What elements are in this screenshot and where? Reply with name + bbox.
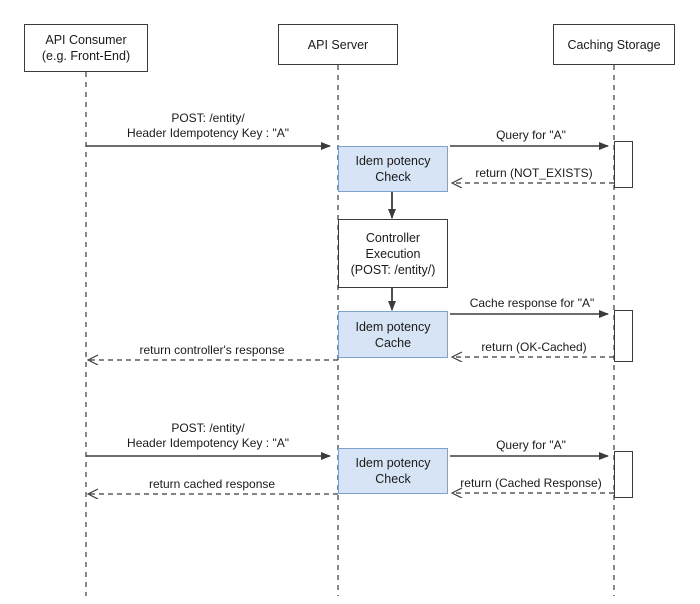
label-post-entity-2-line2: Header Idempotency Key : "A"	[127, 436, 289, 450]
label-return-ok-cached-line1: return (OK-Cached)	[481, 340, 587, 354]
participant-api-consumer-line2: (e.g. Front-End)	[41, 49, 131, 63]
exec-box-idempotency-check-2-line1: Idem potency	[355, 456, 431, 470]
exec-box-idempotency-cache-line1: Idem potency	[355, 319, 431, 334]
label-post-entity-2: POST: /entity/ Header Idempotency Key : …	[127, 421, 289, 451]
label-query-for-a-2: Query for "A"	[496, 438, 566, 453]
participant-caching-storage[interactable]: Caching Storage	[553, 24, 675, 65]
label-cache-response-for-a: Cache response for "A"	[470, 296, 595, 311]
label-return-cached-response: return (Cached Response)	[460, 476, 601, 491]
label-return-controllers-response-line1: return controller's response	[139, 343, 285, 357]
exec-box-idempotency-check-2[interactable]: Idem potency Check	[338, 448, 448, 494]
label-return-cached-response-line1: return (Cached Response)	[460, 476, 602, 490]
exec-box-idempotency-check-2-line2: Check	[375, 472, 411, 486]
label-return-not-exists-line1: return (NOT_EXISTS)	[475, 166, 593, 180]
exec-box-idempotency-cache[interactable]: Idem potency Cache	[338, 311, 448, 358]
participant-api-consumer[interactable]: API Consumer (e.g. Front-End)	[24, 24, 148, 72]
activation-bar-storage-1[interactable]	[614, 141, 633, 188]
exec-box-idempotency-check-1-line1: Idem potency	[355, 154, 431, 168]
label-post-entity-1-line2: Header Idempotency Key : "A"	[127, 126, 289, 140]
activation-bar-storage-3[interactable]	[614, 451, 633, 498]
label-return-not-exists: return (NOT_EXISTS)	[475, 166, 592, 181]
label-return-controllers-response: return controller's response	[139, 343, 284, 358]
label-return-cached-response-consumer: return cached response	[149, 477, 275, 492]
label-return-ok-cached: return (OK-Cached)	[481, 340, 586, 355]
participant-api-server[interactable]: API Server	[278, 24, 398, 65]
exec-box-idempotency-cache-line2: Cache	[374, 335, 412, 350]
label-cache-response-for-a-line1: Cache response for "A"	[469, 296, 595, 310]
exec-box-controller-execution-line1: Controller	[365, 230, 421, 245]
exec-box-controller-execution[interactable]: Controller Execution (POST: /entity/)	[338, 219, 448, 288]
lifelines	[85, 65, 615, 596]
exec-box-controller-execution-line3: (POST: /entity/)	[350, 262, 436, 277]
activation-bar-storage-2[interactable]	[614, 310, 633, 362]
exec-box-controller-execution-line2: Execution	[365, 246, 421, 261]
participant-caching-storage-line1: Caching Storage	[567, 37, 661, 52]
label-query-for-a-1-line1: Query for "A"	[496, 128, 566, 142]
label-post-entity-1-line1: POST: /entity/	[171, 111, 245, 125]
label-query-for-a-1: Query for "A"	[496, 128, 566, 143]
label-query-for-a-2-line1: Query for "A"	[496, 438, 566, 452]
label-post-entity-1: POST: /entity/ Header Idempotency Key : …	[127, 111, 289, 141]
exec-box-idempotency-check-1[interactable]: Idem potency Check	[338, 146, 448, 192]
exec-box-idempotency-check-1-line2: Check	[375, 170, 411, 184]
label-return-cached-response-consumer-line1: return cached response	[148, 477, 276, 491]
participant-api-server-line1: API Server	[307, 37, 369, 52]
label-post-entity-2-line1: POST: /entity/	[171, 421, 245, 435]
participant-api-consumer-line1: API Consumer	[45, 33, 127, 47]
